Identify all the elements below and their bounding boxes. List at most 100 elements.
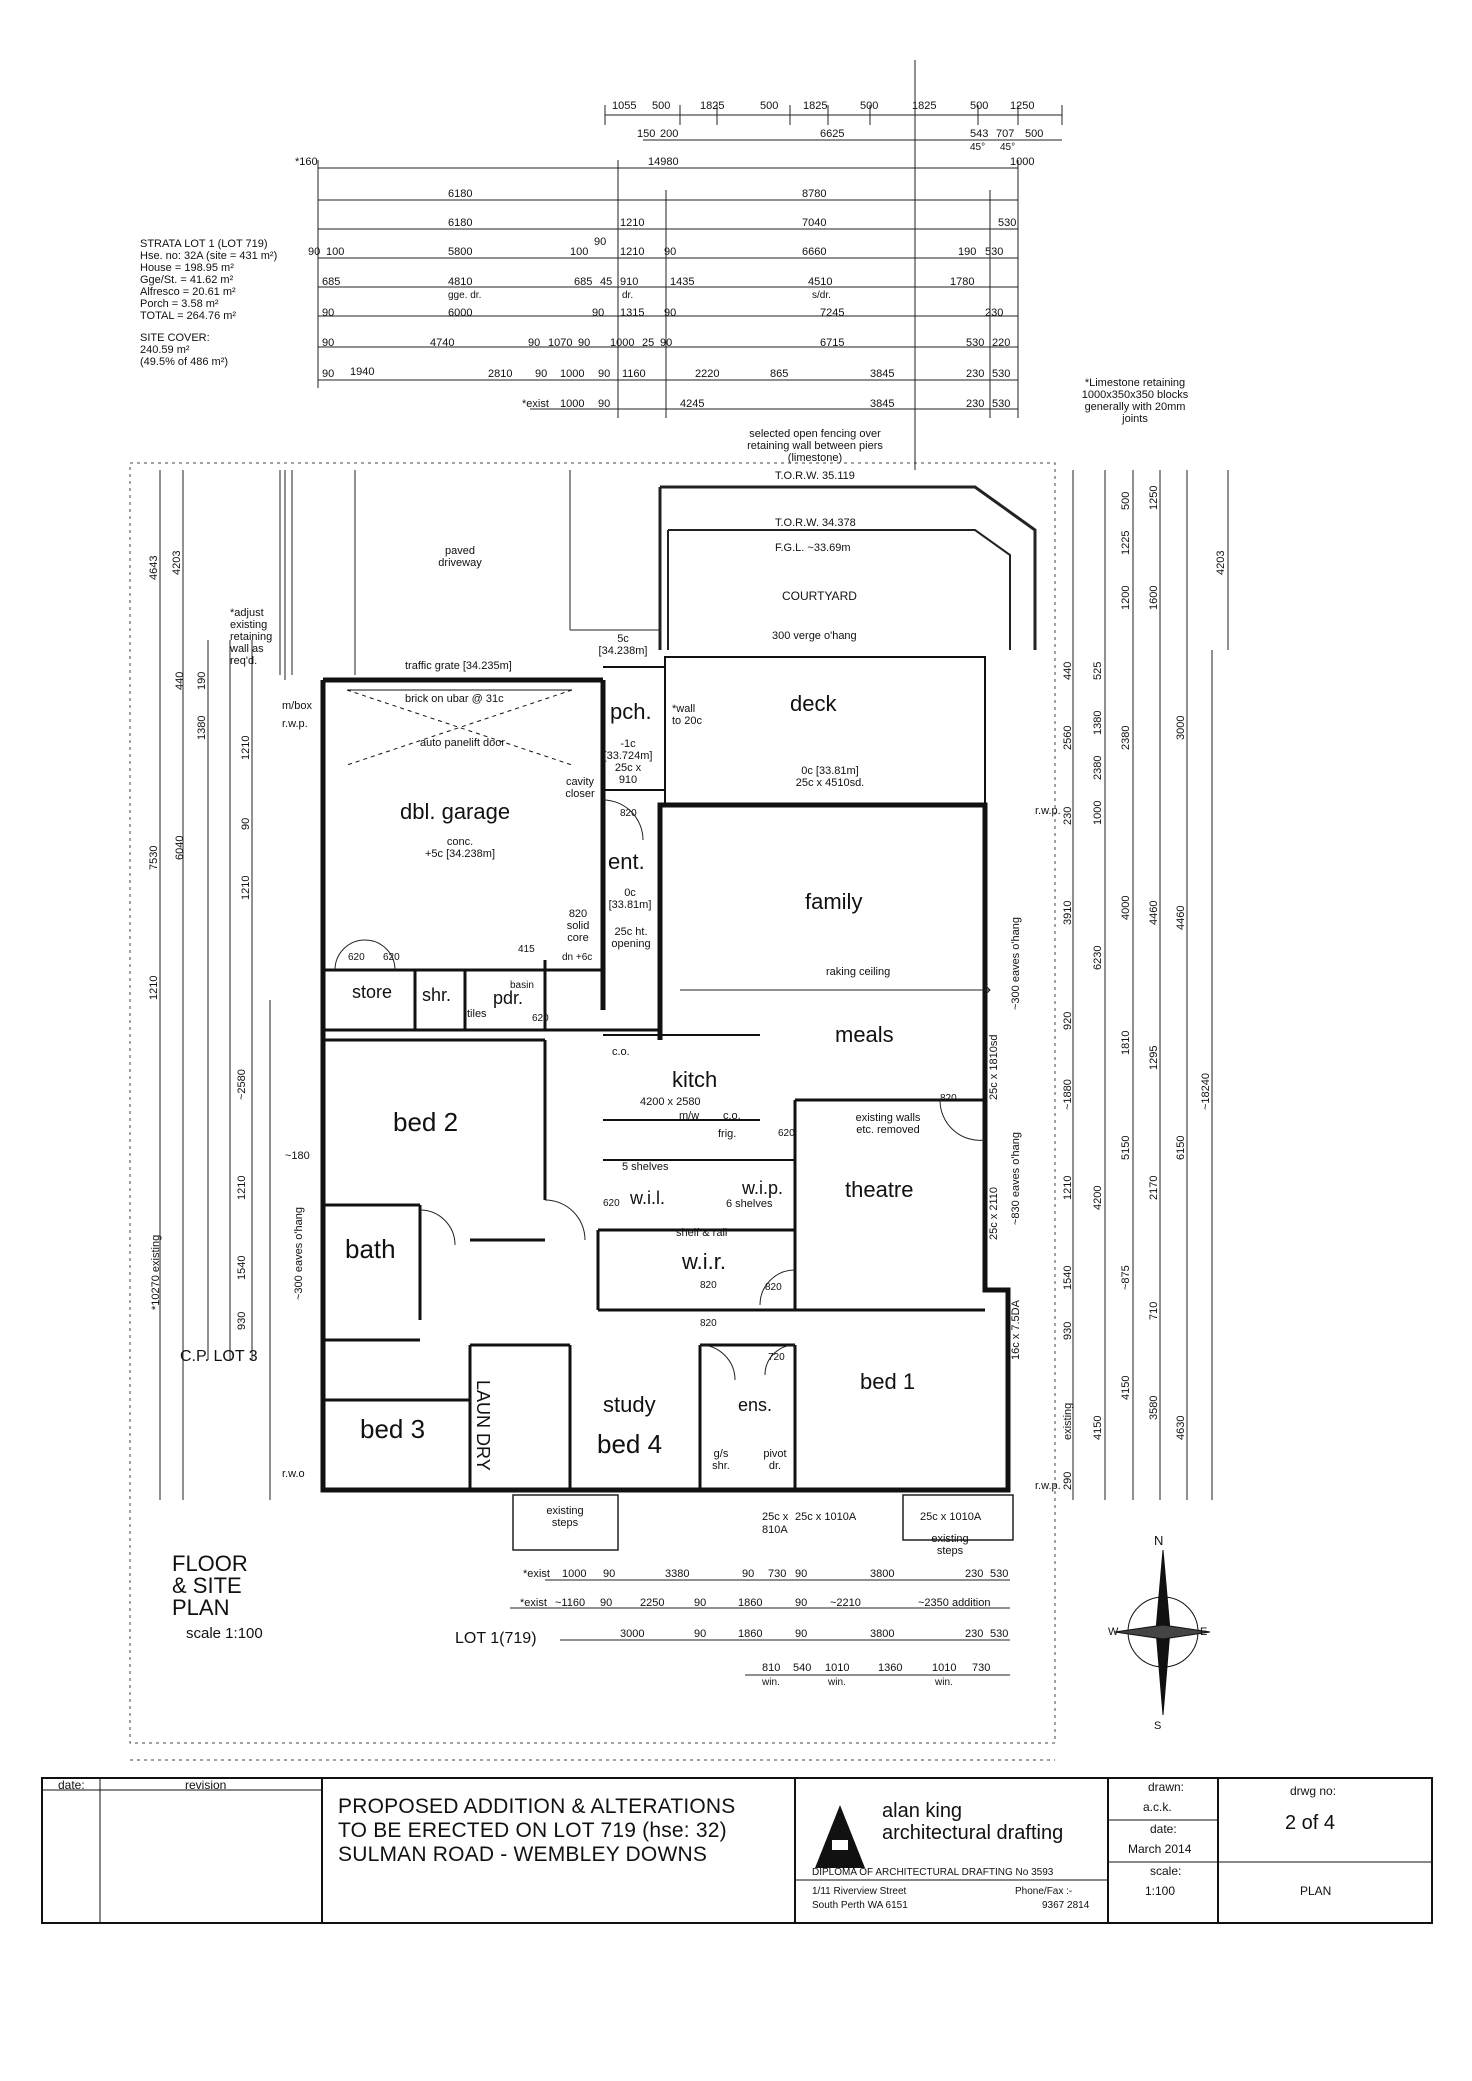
dim-text: 3800 — [870, 1568, 895, 1580]
dim-text: 1200 — [1120, 585, 1132, 610]
note-line: retaining — [230, 631, 273, 643]
dim-text: 1070 — [548, 337, 573, 349]
dim-text: win. — [762, 1677, 780, 1688]
dim-text: win. — [935, 1677, 953, 1688]
dim-text: 4150 — [1092, 1415, 1104, 1440]
window-note: 25c x 1010A — [795, 1511, 857, 1523]
room-deck: deck — [790, 691, 837, 716]
note-line: *Limestone retaining — [1084, 377, 1186, 389]
door-size: 620 — [603, 1198, 620, 1209]
dim-text: 90 — [535, 368, 548, 380]
dim-text: 4203 — [171, 550, 183, 575]
strata-line: Porch = 3.58 m² — [140, 298, 219, 310]
dim-text: 220 — [992, 337, 1011, 349]
dim-text: 540 — [793, 1662, 812, 1674]
note-line: selected open fencing over — [749, 428, 881, 440]
strata-info: STRATA LOT 1 (LOT 719) Hse. no: 32A (sit… — [140, 238, 340, 368]
dim-text: 1000 — [1092, 800, 1104, 825]
dim-text: 230 — [965, 1628, 984, 1640]
dim-text: 90 — [528, 337, 541, 349]
note-line: 25c x 4510sd. — [795, 777, 865, 789]
dim-text: 707 — [996, 128, 1015, 140]
dim-text: 1435 — [670, 276, 695, 288]
room-meals: meals — [835, 1022, 894, 1047]
dim-text: 3000 — [1175, 715, 1187, 740]
dim-text: 1380 — [1092, 710, 1104, 735]
dim-text: 1055 — [612, 100, 637, 112]
room-wil: w.i.l. — [630, 1188, 666, 1208]
note-line: 0c [33.81m] — [801, 765, 859, 777]
dim-text: s/dr. — [812, 290, 831, 301]
room-laundry: LAUN DRY — [473, 1380, 493, 1471]
project-line: TO BE ERECTED ON LOT 719 (hse: 32) — [338, 1819, 727, 1842]
door-size: 720 — [768, 1352, 785, 1363]
firm-name: alan king architectural drafting — [882, 1800, 1063, 1844]
dim-text: 1000 — [560, 368, 585, 380]
fgl-level: F.G.L. ~33.69m — [775, 542, 851, 554]
dim-text: 4245 — [680, 398, 705, 410]
note-line: g/s — [713, 1448, 729, 1460]
dim-text: 4200 — [1092, 1185, 1104, 1210]
compass-east: E — [1200, 1626, 1208, 1638]
dim-text: 90 — [322, 307, 335, 319]
phone-label: Phone/Fax :- — [1015, 1886, 1073, 1897]
dim-text: 4203 — [1215, 550, 1227, 575]
room-bath: bath — [345, 1234, 396, 1264]
scale-value: 1:100 — [1145, 1884, 1176, 1898]
door-size: 820 — [700, 1318, 717, 1329]
room-bed-1: bed 1 — [860, 1369, 916, 1394]
step-down-note: dn +6c — [562, 952, 593, 963]
note-line: [33.724m] — [603, 750, 653, 762]
shelves-note: 5 shelves — [622, 1161, 669, 1173]
note-line: [33.81m] — [608, 899, 652, 911]
firm-name-line: alan king — [882, 1800, 963, 1822]
porch-dims: -1c [33.724m] 25c x 910 — [603, 738, 653, 786]
note-line: 820 — [568, 908, 588, 920]
driveway-lines — [279, 470, 660, 675]
dim-text: 90 — [694, 1628, 707, 1640]
dim-text: 4510 — [808, 276, 833, 288]
plan-title-line: & SITE — [172, 1573, 242, 1598]
dim-text: 1225 — [1120, 530, 1132, 555]
strata-line: STRATA LOT 1 (LOT 719) — [140, 238, 268, 250]
note-line: conc. — [446, 836, 474, 848]
right-dimension-lines — [1072, 470, 1229, 1500]
dim-text: 8780 — [802, 188, 827, 200]
dim-text: 543 — [970, 128, 989, 140]
dim-text: 230 — [966, 398, 985, 410]
dim-text: 1810 — [1120, 1030, 1132, 1055]
wall-note: *wall to 20c — [672, 703, 702, 727]
dim-text: 1210 — [620, 217, 645, 229]
dim-text: 1160 — [622, 368, 646, 380]
strata-line: TOTAL = 264.76 m² — [140, 310, 237, 322]
strata-line: House = 198.95 m² — [140, 262, 234, 274]
dim-text: 4460 — [1175, 905, 1187, 930]
dim-text: 1210 — [1062, 1175, 1074, 1200]
note-line: closer — [565, 788, 595, 800]
note-line: generally with 20mm — [1084, 401, 1186, 413]
strata-line: Hse. no: 32A (site = 431 m²) — [140, 250, 278, 262]
note-line: existing walls — [855, 1112, 921, 1124]
dim-text: 5800 — [448, 246, 473, 258]
adjust-wall-note: *adjust existing retaining wall as req'd… — [230, 607, 272, 667]
shelves-note: 6 shelves — [726, 1198, 773, 1210]
dim-text: 6230 — [1092, 945, 1104, 970]
dim-text: 810 — [762, 1662, 781, 1674]
door-size: 620 — [778, 1128, 795, 1139]
room-garage: dbl. garage — [400, 799, 511, 824]
fridge-label: frig. — [718, 1128, 737, 1140]
eaves-note: ~300 eaves o'hang — [1010, 917, 1022, 1010]
dim-text: 4630 — [1175, 1415, 1187, 1440]
window-note: 810A — [762, 1524, 788, 1536]
courtyard-label: COURTYARD — [782, 589, 857, 603]
note-line: 1000x350x350 blocks — [1081, 389, 1189, 401]
dim-text: 190 — [958, 246, 977, 258]
brick-note: brick on ubar @ 31c — [405, 693, 504, 705]
address-line: 1/11 Riverview Street — [812, 1886, 907, 1897]
dim-text: 530 — [990, 1628, 1009, 1640]
date-value: March 2014 — [1128, 1842, 1192, 1856]
deck-level: 0c [33.81m] 25c x 4510sd. — [760, 765, 900, 789]
raking-ceiling-arrow — [680, 984, 991, 996]
project-title: PROPOSED ADDITION & ALTERATIONS TO BE ER… — [338, 1795, 736, 1867]
dim-text: 1825 — [912, 100, 937, 112]
